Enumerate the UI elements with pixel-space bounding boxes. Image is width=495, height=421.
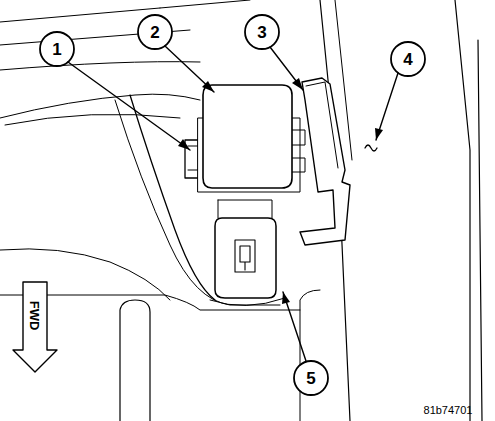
direction-label: FWD — [28, 300, 41, 330]
callout-number: 3 — [257, 24, 266, 41]
callout-number: 2 — [150, 24, 159, 41]
callout-number: 1 — [52, 41, 61, 58]
figure-code: 81b74701 — [424, 405, 473, 416]
callout-number: 5 — [306, 370, 315, 387]
callout-number: 4 — [403, 51, 412, 68]
